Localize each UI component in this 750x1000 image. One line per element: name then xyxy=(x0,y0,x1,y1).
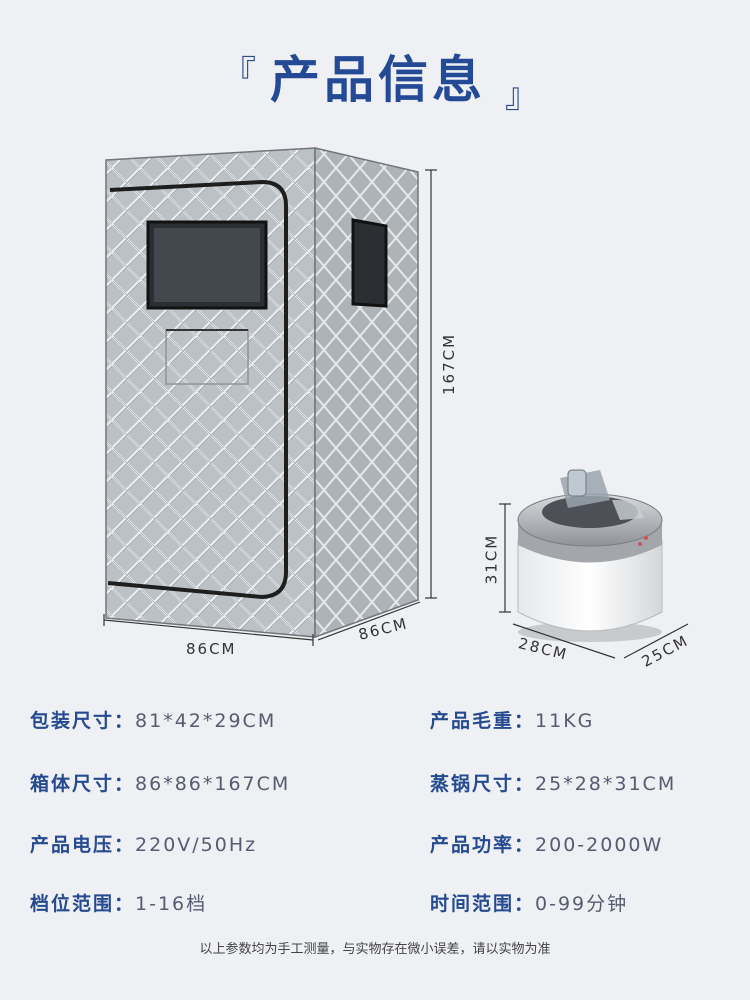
spec-label: 包装尺寸： xyxy=(30,710,136,732)
measurement-disclaimer: 以上参数均为手工测量，与实物存在微小误差，请以实物为准 xyxy=(199,942,551,957)
product-illustration: 86CM 86CM 167CM 31CM 28CM 25CM xyxy=(103,147,692,671)
spec-item: 蒸锅尺寸：25*28*31CM xyxy=(430,769,676,796)
tent-height-label: 167CM xyxy=(440,332,459,396)
title-bracket-left: 『 xyxy=(222,54,256,94)
spec-value: 86*86*167CM xyxy=(135,773,291,795)
spec-item: 产品毛重：11KG xyxy=(430,706,594,733)
page-header: 『 产品信息 』 xyxy=(0,40,750,120)
spec-label: 箱体尺寸： xyxy=(30,773,136,795)
product-drawing xyxy=(103,147,689,659)
spec-item: 产品功率：200-2000W xyxy=(430,830,663,857)
title-bracket-right: 』 xyxy=(505,76,539,116)
tent-side-face xyxy=(314,147,419,639)
spec-label: 时间范围： xyxy=(430,893,536,915)
spec-item: 包装尺寸：81*42*29CM xyxy=(30,706,276,733)
spec-value: 220V/50Hz xyxy=(135,834,258,856)
spec-label: 产品功率： xyxy=(430,834,536,856)
spec-label: 蒸锅尺寸： xyxy=(430,773,536,795)
spec-item: 产品电压：220V/50Hz xyxy=(30,830,257,857)
spec-item: 箱体尺寸：86*86*167CM xyxy=(30,769,290,796)
spec-value: 11KG xyxy=(535,710,595,732)
tent-side-window xyxy=(351,218,388,308)
spec-value: 1-16档 xyxy=(135,893,208,915)
steamer-dimension-lines xyxy=(499,503,689,659)
spec-item: 档位范围：1-16档 xyxy=(30,889,207,916)
tent-dimension-lines xyxy=(103,169,437,646)
spec-label: 产品电压： xyxy=(30,834,136,856)
spec-value: 25*28*31CM xyxy=(535,773,677,795)
steamer-pot xyxy=(517,469,663,642)
spec-item: 时间范围：0-99分钟 xyxy=(430,889,628,916)
spec-value: 81*42*29CM xyxy=(135,710,277,732)
tent-width-label: 86CM xyxy=(186,640,237,658)
spec-label: 产品毛重： xyxy=(430,710,536,732)
spec-value: 0-99分钟 xyxy=(535,893,629,915)
tent-door-zipper xyxy=(107,179,288,600)
steamer-body xyxy=(517,539,663,632)
page-title: 产品信息 xyxy=(270,51,486,109)
spec-label: 档位范围： xyxy=(30,893,136,915)
sauna-tent xyxy=(105,147,419,639)
spec-value: 200-2000W xyxy=(535,834,664,856)
steamer-height-label: 31CM xyxy=(482,533,501,585)
